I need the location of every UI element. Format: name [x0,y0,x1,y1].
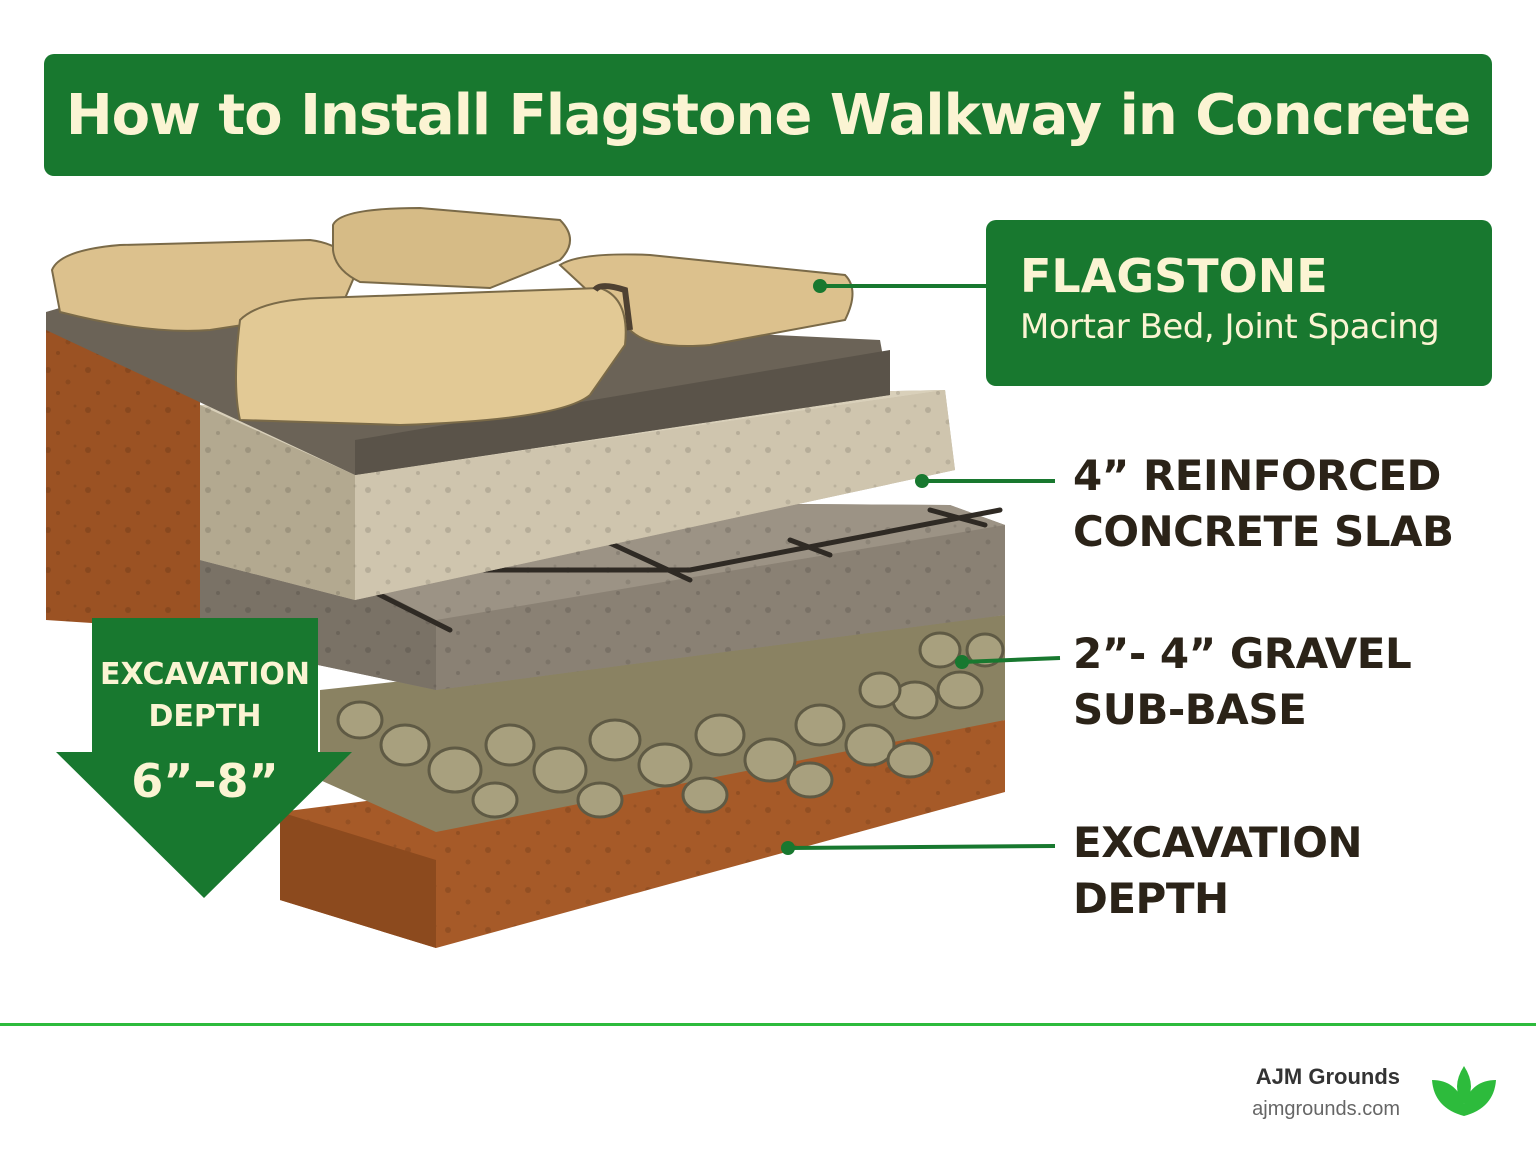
flagstone-layer [50,206,854,427]
footer-divider [0,1023,1536,1026]
brand-name: AJM Grounds [1255,1064,1400,1089]
leaf-logo-icon [1432,1066,1496,1116]
gravel-layer [320,615,1005,832]
title-banner: How to Install Flagstone Walkway in Conc… [44,54,1492,176]
excavation-label: EXCAVATION DEPTH [1073,818,1363,923]
flagstone-callout: FLAGSTONE Mortar Bed, Joint Spacing [986,220,1492,386]
leader-dots [781,279,969,855]
page-title: How to Install Flagstone Walkway in Conc… [65,82,1471,148]
concrete-slab-label: 4” REINFORCED CONCRETE SLAB [1073,451,1454,556]
leader-lines [787,284,1061,850]
gravel-label: 2”- 4” GRAVEL SUB-BASE [1073,629,1412,734]
arrow-label: EXCAVATION DEPTH [99,657,311,734]
brand-url: ajmgrounds.com [1252,1098,1400,1120]
flagstone-title: FLAGSTONE [1020,249,1328,303]
flagstone-subtitle: Mortar Bed, Joint Spacing [1020,307,1440,347]
arrow-depth-value: 6”–8” [131,754,279,808]
excavation-arrow [56,618,352,898]
